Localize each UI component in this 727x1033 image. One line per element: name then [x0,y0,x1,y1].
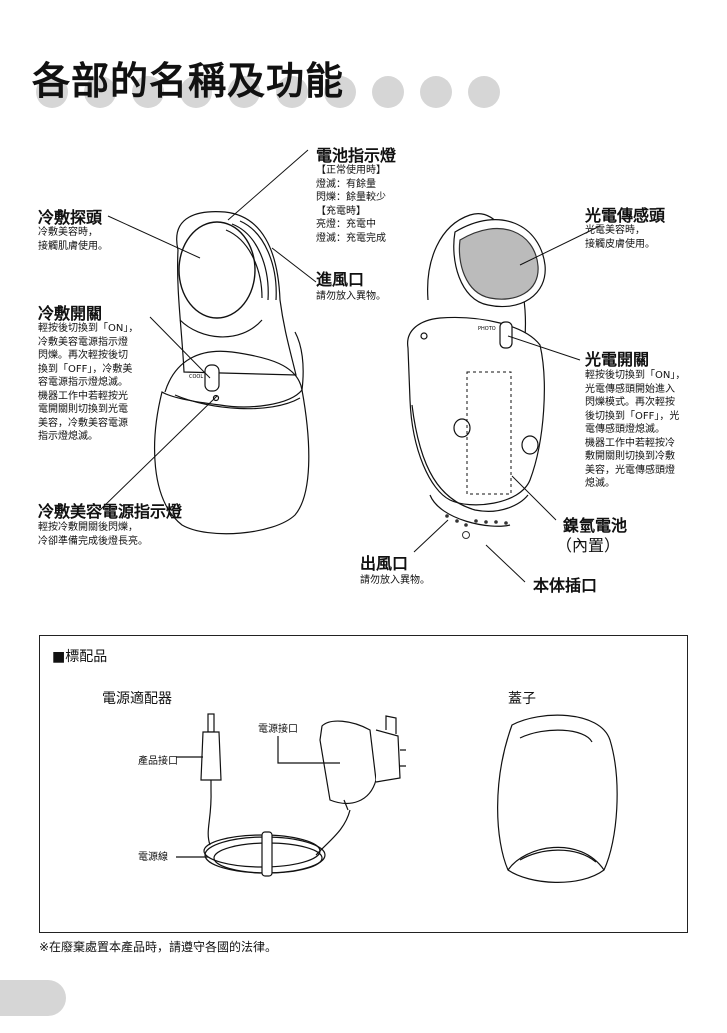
page-title: 各部的名稱及功能 [32,59,345,103]
cool-head-label: 冷敷探頭 [38,208,103,227]
accessories-heading: ■標配品 [52,649,108,665]
air-outlet-desc: 請勿放入異物。 [360,575,430,586]
adapter-title: 電源適配器 [102,691,172,707]
product-plug-label: 產品接口 [138,756,178,767]
decor-dot [228,76,260,108]
cool-power-light-desc: 輕按冷敷開關後閃爍，冷卻準備完成後燈長亮。 [38,522,148,547]
battery-label: 鎳氫電池 [563,516,628,535]
cool-switch-desc: 輕按後切換到「ON」，冷敷美容電源指示燈 閃爍。再次輕按後切換到「OFF」，冷敷… [38,323,139,442]
decor-dot [36,76,68,108]
cool-head-desc: 冷敷美容時，接觸肌膚使用。 [38,227,108,252]
photo-switch-label: 光電開關 [585,350,650,369]
air-inlet-label: 進風口 [316,270,365,289]
cool-power-light-label: 冷敷美容電源指示燈 [38,502,183,521]
plug-label: 電源接口 [258,724,298,735]
photo-mark: PHOTO [478,326,496,332]
accessories-illustration [176,713,618,883]
photo-head-desc: 光電美容時，接觸皮膚使用。 [585,225,655,250]
photo-head-label: 光電傳感頭 [585,206,666,225]
cord-label: 電源線 [138,852,168,863]
decor-dot [372,76,404,108]
cool-mark: COOL [189,374,203,380]
accessories-box [39,635,688,933]
decor-dot [276,76,308,108]
air-inlet-desc: 請勿放入異物。 [316,291,386,302]
battery-light-desc: 【正常使用時】燈滅：有餘量 閃爍：餘量較少【充電時】 亮燈：充電中燈滅：充電完成 [316,165,386,244]
footer-note: ※在廢棄處置本產品時，請遵守各國的法律。 [39,940,278,954]
decor-dot [324,76,356,108]
photo-switch-desc: 輕按後切換到「ON」，光電傳感頭開始進入 閃爍模式。再次輕按後切換到「OFF」，… [585,370,686,489]
battery-sub: （內置） [556,536,621,555]
body-socket-label: 本体插口 [533,576,598,595]
device-illustration: COOL PHOTO [99,149,601,583]
decor-dot [132,76,164,108]
page-number-tab [0,980,66,1016]
decor-dot [420,76,452,108]
decor-dot [84,76,116,108]
decor-dot [180,76,212,108]
cap-title: 蓋子 [508,691,536,707]
cool-switch-label: 冷敷開關 [38,304,103,323]
decor-dot [468,76,500,108]
battery-light-label: 電池指示燈 [316,146,397,165]
air-outlet-label: 出風口 [360,554,409,573]
